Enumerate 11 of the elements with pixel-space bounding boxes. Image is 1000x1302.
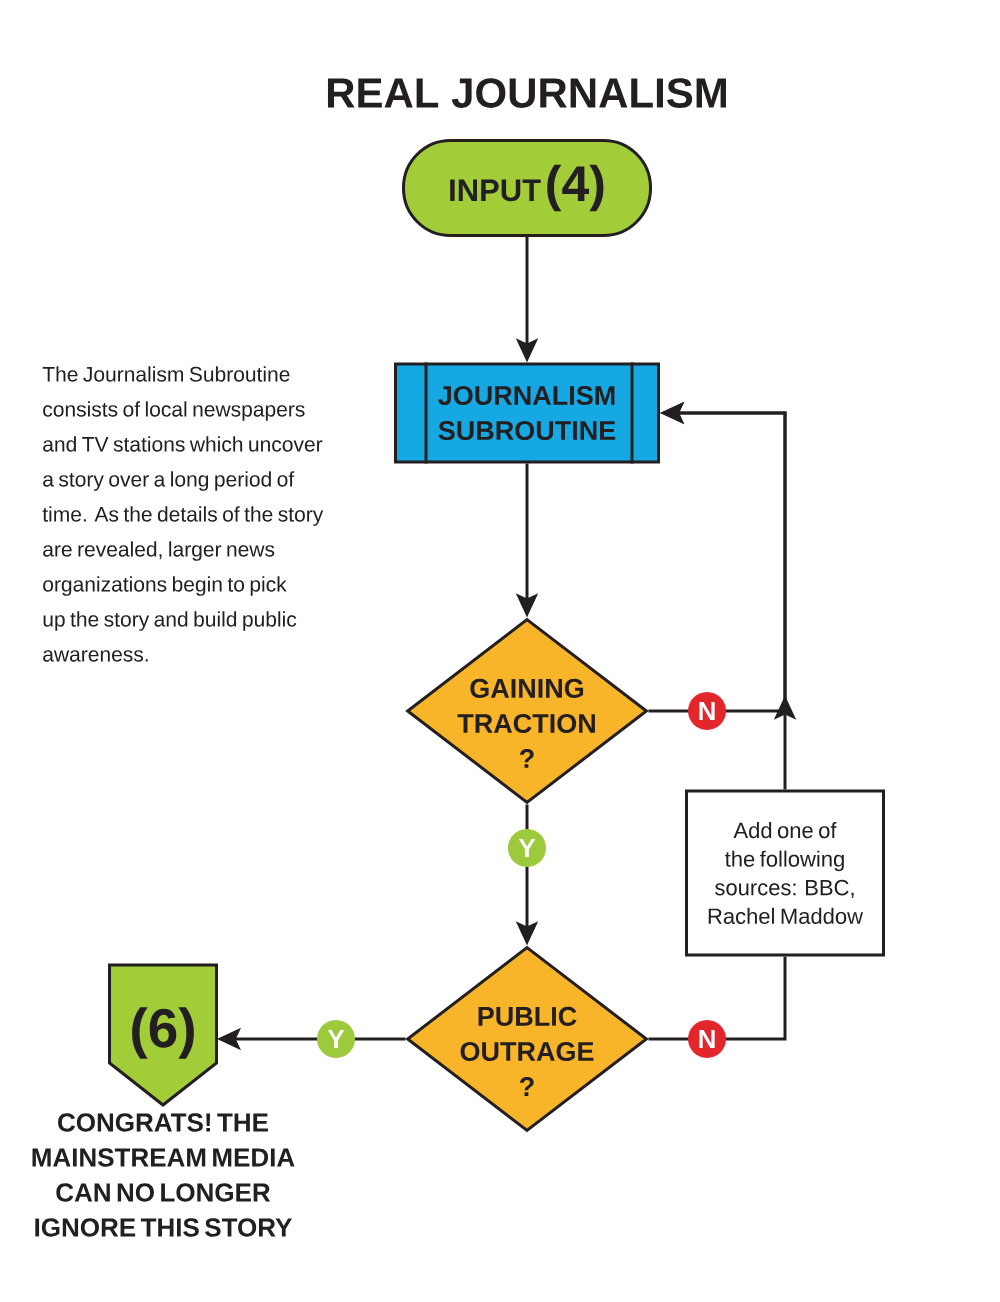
process-box: Add one of the following sources: BBC, Rachel Maddow (685, 789, 885, 957)
title: REAL JOURNALISM (327, 78, 726, 108)
edge-label: N (688, 692, 726, 730)
edge-label: N (688, 1020, 726, 1058)
offpage-connector: (6) (108, 963, 218, 1107)
caption-text: CONGRATS! THE MAINSTREAM MEDIA CAN NO LONGER IGNORE THIS STORY (32, 1113, 295, 1237)
edge-label: Y (317, 1020, 355, 1058)
terminal-box: INPUT(4) (402, 139, 652, 237)
description-text: The Journalism Subroutine consists of local newspapers and TV stations which uncover a story over a long period of time. As the details of the story are revealed, larger news organizations begin to pick up the story and build public awareness. (42, 366, 324, 662)
subroutine-box: JOURNALISM SUBROUTINE (394, 362, 660, 464)
edge-label: Y (508, 829, 546, 867)
